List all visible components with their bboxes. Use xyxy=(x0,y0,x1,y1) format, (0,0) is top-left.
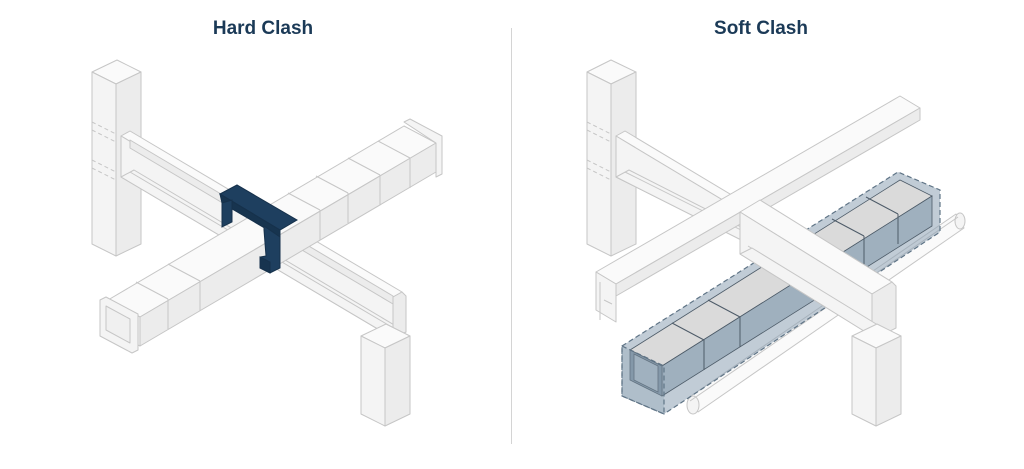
hard-clash-scene xyxy=(91,59,443,427)
hard-clash-region xyxy=(218,184,298,274)
soft-clash-title: Soft Clash xyxy=(714,18,808,39)
soft-clash-scene xyxy=(586,59,966,427)
column-bottom-right xyxy=(851,323,902,427)
clearance-envelope-front xyxy=(621,345,665,415)
steel-beam-b xyxy=(595,95,921,323)
panel-divider xyxy=(511,28,512,444)
hard-clash-title: Hard Clash xyxy=(212,18,314,39)
column-bottom-right xyxy=(360,323,411,427)
